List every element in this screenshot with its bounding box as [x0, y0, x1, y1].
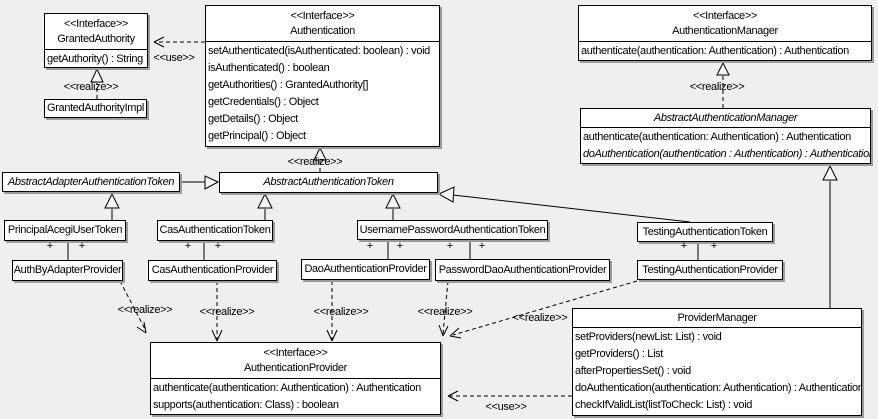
methods-compartment: authenticate(authentication: Authenticat…	[579, 41, 871, 60]
class-name: AbstractAuthenticationManager	[653, 112, 798, 124]
class-name: Authentication	[290, 25, 355, 37]
class-header: ProviderManager	[573, 309, 861, 327]
class-name: ProviderManager	[677, 312, 757, 324]
class-name: AbstractAdapterAuthenticationToken	[7, 175, 175, 188]
class-name: CasAuthenticationProvider	[151, 264, 274, 276]
methods-compartment: authenticate(authentication: Authenticat…	[151, 378, 440, 414]
class-username-password-authentication-token[interactable]: UsernamePasswordAuthenticationToken	[357, 220, 548, 240]
class-name: TestingAuthenticationProvider	[642, 263, 778, 276]
class-abstract-adapter-authentication-token[interactable]: AbstractAdapterAuthenticationToken	[2, 172, 180, 192]
class-dao-authentication-provider[interactable]: DaoAuthenticationProvider	[301, 259, 430, 280]
class-name: AbstractAuthenticationToken	[263, 176, 394, 188]
class-name: PrincipalAcegiUserToken	[7, 224, 123, 236]
class-name: GrantedAuthority	[57, 33, 135, 45]
method: authenticate(authentication: Authenticat…	[153, 382, 421, 394]
method: getPrincipal() : Object	[208, 130, 306, 142]
method: getAuthorities() : GrantedAuthority[]	[208, 79, 369, 91]
realize-label: <<realize>>	[199, 306, 255, 318]
class-authentication-provider[interactable]: <<Interface>> AuthenticationProvider aut…	[150, 342, 441, 415]
class-name: AuthenticationManager	[672, 25, 778, 37]
method: doAuthentication(authentication: Authent…	[575, 382, 862, 394]
class-abstract-authentication-manager[interactable]: AbstractAuthenticationManager authentica…	[580, 108, 871, 164]
multiplicity-label: +	[366, 240, 374, 252]
class-header: <<Interface>> Authentication	[206, 6, 439, 41]
class-name: DaoAuthenticationProvider	[304, 263, 427, 275]
use-label: <<use>>	[485, 401, 527, 413]
realize-label: <<realize>>	[63, 81, 119, 93]
stereotype-label: <<Interface>>	[693, 10, 757, 22]
edge-gen-abstractadapter	[181, 175, 220, 190]
method: getAuthority() : String	[47, 53, 143, 65]
stereotype-label: <<Interface>>	[290, 10, 355, 22]
class-principal-acegi-user-token[interactable]: PrincipalAcegiUserToken	[4, 220, 126, 241]
realize-label: <<realize>>	[512, 312, 568, 324]
class-testing-authentication-provider[interactable]: TestingAuthenticationProvider	[637, 260, 783, 280]
method: setAuthenticated(isAuthenticated: boolea…	[208, 45, 430, 57]
methods-compartment: setProviders(newList: List) : void getPr…	[573, 327, 861, 415]
realize-label: <<realize>>	[117, 304, 173, 316]
class-name: AuthenticationProvider	[244, 362, 347, 374]
multiplicity-label: +	[478, 240, 486, 252]
method: getDetails() : Object	[208, 113, 298, 125]
class-name: AuthByAdapterProvider	[13, 264, 122, 276]
use-label: <<use>>	[153, 52, 195, 64]
class-cas-authentication-token[interactable]: CasAuthenticationToken	[157, 220, 273, 241]
class-name: CasAuthenticationToken	[159, 224, 271, 236]
class-authentication[interactable]: <<Interface>> Authentication setAuthenti…	[205, 5, 440, 147]
class-auth-by-adapter-provider[interactable]: AuthByAdapterProvider	[12, 260, 123, 281]
class-granted-authority-impl[interactable]: GrantedAuthorityImpl	[44, 99, 147, 118]
method: checkIfValidList(listToCheck: List) : vo…	[575, 399, 753, 411]
class-cas-authentication-provider[interactable]: CasAuthenticationProvider	[148, 260, 277, 281]
class-name: TestingAuthenticationToken	[642, 225, 768, 238]
multiplicity-label: +	[214, 240, 222, 252]
class-provider-manager[interactable]: ProviderManager setProviders(newList: Li…	[572, 308, 862, 416]
class-header: <<Interface>> AuthenticationProvider	[151, 343, 440, 378]
method: afterPropertiesSet() : void	[575, 365, 691, 377]
methods-compartment: authenticate(authentication: Authenticat…	[581, 127, 871, 163]
realize-label: <<realize>>	[417, 306, 473, 318]
class-name: GrantedAuthorityImpl	[47, 102, 144, 114]
class-authentication-manager[interactable]: <<Interface>> AuthenticationManager auth…	[578, 5, 872, 61]
multiplicity-label: +	[46, 240, 54, 252]
method: isAuthenticated() : boolean	[208, 62, 330, 74]
class-name: PasswordDaoAuthenticationProvider	[438, 263, 607, 276]
edge-gen-testingtoken	[437, 186, 691, 223]
method-abstract: doAuthentication(authentication : Authen…	[583, 148, 871, 160]
method: setProviders(newList: List) : void	[575, 331, 722, 343]
stereotype-label: <<Interface>>	[64, 18, 128, 30]
edge-gen-principalacegiusertoken	[104, 192, 120, 220]
method: authenticate(authentication: Authenticat…	[583, 131, 851, 143]
edge-use-authentication-grantedauthority	[153, 36, 205, 48]
class-testing-authentication-token[interactable]: TestingAuthenticationToken	[637, 222, 773, 242]
methods-compartment: getAuthority() : String	[45, 49, 147, 67]
method: supports(authentication: Class) : boolea…	[153, 399, 339, 411]
class-header: AbstractAuthenticationManager	[581, 109, 870, 127]
multiplicity-label: +	[396, 240, 404, 252]
edge-gen-usernamepasswordtoken	[385, 192, 401, 220]
multiplicity-label: +	[680, 240, 688, 252]
edge-gen-casauthenticationtoken	[257, 192, 273, 220]
class-name: UsernamePasswordAuthenticationToken	[359, 223, 546, 236]
class-abstract-authentication-token[interactable]: AbstractAuthenticationToken	[219, 172, 438, 193]
multiplicity-label: +	[78, 240, 86, 252]
realize-label: <<realize>>	[313, 306, 369, 318]
class-granted-authority[interactable]: <<Interface>> GrantedAuthority getAuthor…	[44, 13, 148, 68]
method: authenticate(authentication: Authenticat…	[581, 45, 849, 57]
edge-use-providermanager-authenticationprovider	[447, 390, 572, 402]
realize-label: <<realize>>	[689, 81, 745, 93]
multiplicity-label: +	[446, 240, 454, 252]
multiplicity-label: +	[184, 240, 192, 252]
method: getProviders() : List	[575, 348, 664, 360]
class-header: <<Interface>> GrantedAuthority	[45, 14, 147, 49]
class-header: <<Interface>> AuthenticationManager	[579, 6, 871, 41]
method: getCredentials() : Object	[208, 96, 319, 108]
stereotype-label: <<Interface>>	[263, 347, 328, 359]
class-password-dao-authentication-provider[interactable]: PasswordDaoAuthenticationProvider	[435, 259, 610, 281]
edge-gen-providermanager	[822, 164, 838, 308]
methods-compartment: setAuthenticated(isAuthenticated: boolea…	[206, 41, 439, 146]
realize-label: <<realize>>	[287, 156, 343, 168]
multiplicity-label: +	[710, 240, 718, 252]
